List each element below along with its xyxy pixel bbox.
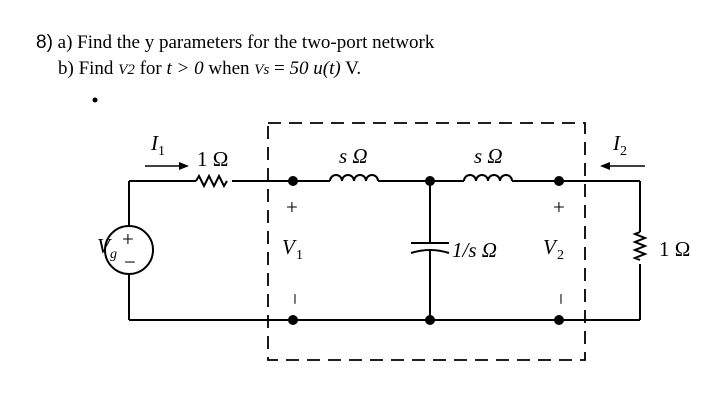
source-label-sub: g xyxy=(110,247,117,262)
i1-arrowhead xyxy=(179,162,189,170)
inductor-left-label: s Ω xyxy=(339,144,368,168)
i2-arrowhead xyxy=(600,162,610,170)
v2-label-sub: 2 xyxy=(557,248,564,263)
part-b-mid: for xyxy=(134,58,167,79)
v1-plus: + xyxy=(286,195,298,219)
inductor-left xyxy=(329,174,379,182)
load-resistor-label: 1 Ω xyxy=(659,237,690,261)
i2-label: I xyxy=(612,131,621,155)
voltage-source xyxy=(104,225,154,275)
resistor-1ohm-source xyxy=(195,173,228,189)
problem-line-b: b) Find V2 for t > 0 when Vs = 50 u(t) V… xyxy=(36,56,434,83)
two-port-box xyxy=(267,122,586,361)
part-b-value: 50 u(t) xyxy=(289,58,341,79)
v1-label-sub: 1 xyxy=(296,248,303,263)
capacitor-plate-bottom xyxy=(410,249,450,254)
node-port1-bottom xyxy=(288,315,298,325)
resistor-1ohm-load xyxy=(632,231,648,261)
v2-label: V xyxy=(543,235,558,259)
inductor-right xyxy=(463,174,513,182)
source-plus: + xyxy=(122,227,134,251)
part-b-unit: V. xyxy=(340,58,362,79)
source-minus: − xyxy=(124,250,136,274)
node-port2-bottom xyxy=(554,315,564,325)
part-b-source: Vs xyxy=(254,62,270,78)
i2-label-sub: 2 xyxy=(620,144,627,159)
part-b-var: V2 xyxy=(118,62,135,78)
problem-statement: 8) a) Find the y parameters for the two-… xyxy=(36,30,434,83)
i1-label: I xyxy=(150,131,159,155)
part-b-when: when xyxy=(203,58,255,79)
i1-label-sub: 1 xyxy=(158,144,165,159)
part-a-text: a) Find the y parameters for the two-por… xyxy=(57,32,435,53)
node-port2-top xyxy=(554,176,564,186)
part-b-cond: t > 0 xyxy=(166,58,204,79)
bullet-dot xyxy=(92,97,98,103)
source-resistor-label: 1 Ω xyxy=(197,147,228,171)
node-mid-bottom xyxy=(425,315,435,325)
node-port1-top xyxy=(288,176,298,186)
part-b-eq: = xyxy=(269,58,290,79)
source-label: V xyxy=(97,234,112,258)
problem-number: 8) xyxy=(36,32,53,53)
v2-minus: − xyxy=(549,293,573,305)
problem-line-a: 8) a) Find the y parameters for the two-… xyxy=(36,30,434,56)
capacitor-label: 1/s Ω xyxy=(452,238,497,262)
v1-label: V xyxy=(282,235,297,259)
part-b-prefix: b) Find xyxy=(58,58,119,79)
inductor-right-label: s Ω xyxy=(474,144,503,168)
v1-minus: − xyxy=(283,293,307,305)
node-mid-top xyxy=(425,176,435,186)
v2-plus: + xyxy=(553,195,565,219)
